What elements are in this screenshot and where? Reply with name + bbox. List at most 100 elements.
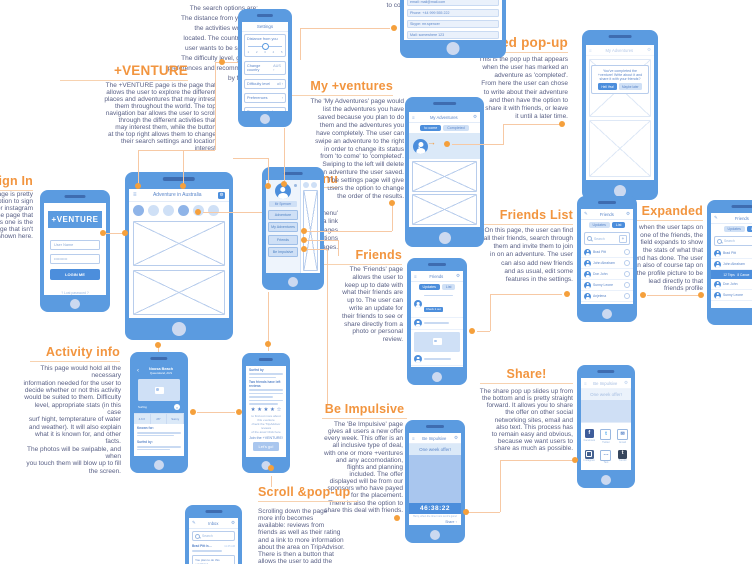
gear-icon[interactable]: ⚙ [230, 520, 235, 525]
share-facebook[interactable]: f Facebook [583, 429, 596, 442]
share-tumblr[interactable]: t Tumblr [618, 449, 628, 462]
home-button[interactable] [614, 185, 626, 197]
compose-icon[interactable]: ✎ [192, 520, 196, 525]
tab-updates[interactable]: Updates [588, 222, 610, 228]
close-icon[interactable]: × [174, 404, 180, 410]
settings-row-recommended[interactable]: Recommended by friends Yes [244, 107, 286, 111]
menu-item-be-impulsive[interactable]: Be Impulsive [268, 247, 298, 257]
gear-icon[interactable]: ⚙ [625, 211, 630, 216]
search-input[interactable]: Search [192, 531, 235, 541]
home-button[interactable] [261, 461, 271, 470]
category-icon[interactable] [148, 205, 159, 216]
tab-list[interactable]: List [746, 226, 752, 232]
facebook-icon[interactable]: f [584, 429, 594, 438]
tab-updates[interactable]: Updates [418, 284, 440, 290]
home-button[interactable] [172, 322, 186, 336]
home-button[interactable] [154, 460, 164, 470]
shared-photo-card[interactable] [414, 331, 460, 352]
search-input[interactable]: Search + [584, 232, 630, 245]
search-settings-button[interactable]: ⚙ [218, 191, 225, 199]
tumblr-icon[interactable]: t [618, 449, 628, 459]
gear-icon[interactable]: ⚙ [472, 114, 477, 119]
adventure-placeholder[interactable] [412, 194, 477, 225]
friend-row[interactable]: James White [581, 302, 633, 304]
settings-row-difficulty[interactable]: Difficulty level all › [244, 79, 286, 89]
friend-row[interactable]: John Abraham [581, 258, 633, 269]
home-button[interactable] [430, 530, 440, 540]
login-button[interactable]: LOGIN ME [50, 269, 100, 280]
home-button[interactable] [602, 309, 612, 319]
share-link[interactable]: Share ↑ [445, 520, 457, 524]
tab-to-come[interactable]: to come [420, 125, 442, 131]
offer-image[interactable] [409, 455, 461, 503]
email-icon[interactable]: ✉ [617, 429, 629, 440]
friend-row[interactable]: Sunny Leone [711, 290, 752, 301]
settings-row-preferences[interactable]: Preferences › [244, 93, 286, 103]
tab-list[interactable]: List [441, 284, 456, 290]
lost-password-link[interactable]: ? Lost password ? [61, 291, 89, 295]
compose-icon[interactable]: ✎ [584, 211, 588, 216]
back-icon[interactable]: ‹ [137, 368, 139, 374]
home-button[interactable] [70, 299, 80, 309]
friend-row[interactable]: Don John [711, 279, 752, 290]
username-field[interactable]: User Name [50, 240, 100, 250]
write-about-button[interactable]: Hell Yea! [598, 83, 617, 90]
image-placeholder[interactable] [133, 221, 225, 266]
star-rating[interactable]: ★ ★ ★ ★ ☆ [250, 406, 282, 413]
search-input[interactable]: Search [714, 236, 752, 246]
friend-row[interactable]: John Abraham [711, 259, 752, 270]
notifications-bell-icon[interactable] [294, 184, 297, 187]
maybe-later-button[interactable]: Maybe later [618, 83, 642, 90]
avatar[interactable] [275, 183, 291, 199]
adventure-placeholder[interactable] [412, 161, 477, 192]
category-icon[interactable] [208, 205, 219, 216]
activity-category-row[interactable] [129, 202, 229, 219]
password-field[interactable]: •••••••••• [50, 254, 100, 264]
home-button[interactable] [432, 372, 442, 382]
friend-row[interactable]: Sunny Leone [581, 280, 633, 291]
share-twitter[interactable]: t Twitter [600, 429, 612, 444]
share-email[interactable]: ✉ Email [614, 429, 631, 444]
select-ring[interactable] [623, 259, 630, 267]
menu-icon[interactable]: ≡ [412, 435, 415, 441]
category-icon[interactable] [133, 205, 144, 216]
select-ring[interactable] [623, 270, 630, 278]
friend-row[interactable]: Anjelena [581, 291, 633, 302]
twitter-icon[interactable]: t [600, 429, 612, 440]
tab-updates[interactable]: Updates [723, 226, 745, 232]
select-ring[interactable] [623, 292, 630, 300]
feed-item[interactable] [411, 354, 463, 366]
compose-icon[interactable]: ✎ [714, 215, 718, 220]
add-friend-button[interactable]: + [619, 234, 627, 243]
feed-item[interactable]: Check it out [411, 292, 463, 318]
friend-row[interactable]: Brad Pitt [711, 248, 752, 259]
tab-completed[interactable]: Completed [443, 125, 469, 131]
activity-photo[interactable] [138, 379, 180, 401]
tripadvisor-link[interactable]: to find out more about this +venture che… [251, 413, 281, 434]
home-button[interactable] [601, 475, 611, 485]
menu-item-friends[interactable]: Friends [268, 234, 298, 245]
home-button[interactable] [446, 42, 460, 55]
feed-item[interactable] [411, 318, 463, 330]
lets-go-button[interactable]: Let's go! [253, 441, 279, 451]
tab-list[interactable]: List [611, 222, 626, 228]
home-button[interactable] [260, 114, 270, 124]
menu-icon[interactable]: ≡ [412, 114, 415, 120]
instagram-icon[interactable] [584, 449, 594, 459]
select-ring[interactable] [623, 248, 630, 256]
home-button[interactable] [438, 232, 451, 244]
invite-card[interactable]: You plan to do this +venture! [192, 554, 235, 564]
image-placeholder[interactable] [133, 270, 225, 315]
category-icon[interactable] [178, 205, 189, 216]
menu-icon[interactable]: ≡ [414, 273, 417, 279]
friend-row[interactable]: Brad Pitt [581, 247, 633, 258]
share-text[interactable]: … Text [598, 449, 615, 464]
share-instagram[interactable]: Instagram [581, 449, 598, 465]
friend-row[interactable]: Don John [581, 269, 633, 280]
home-button[interactable] [288, 277, 298, 287]
select-ring[interactable] [623, 281, 630, 289]
gear-icon[interactable]: ⚙ [453, 435, 458, 440]
settings-row-country[interactable]: Change country AUS › [244, 61, 286, 75]
slider-knob[interactable] [262, 43, 270, 50]
menu-icon[interactable]: ≡ [133, 192, 137, 198]
